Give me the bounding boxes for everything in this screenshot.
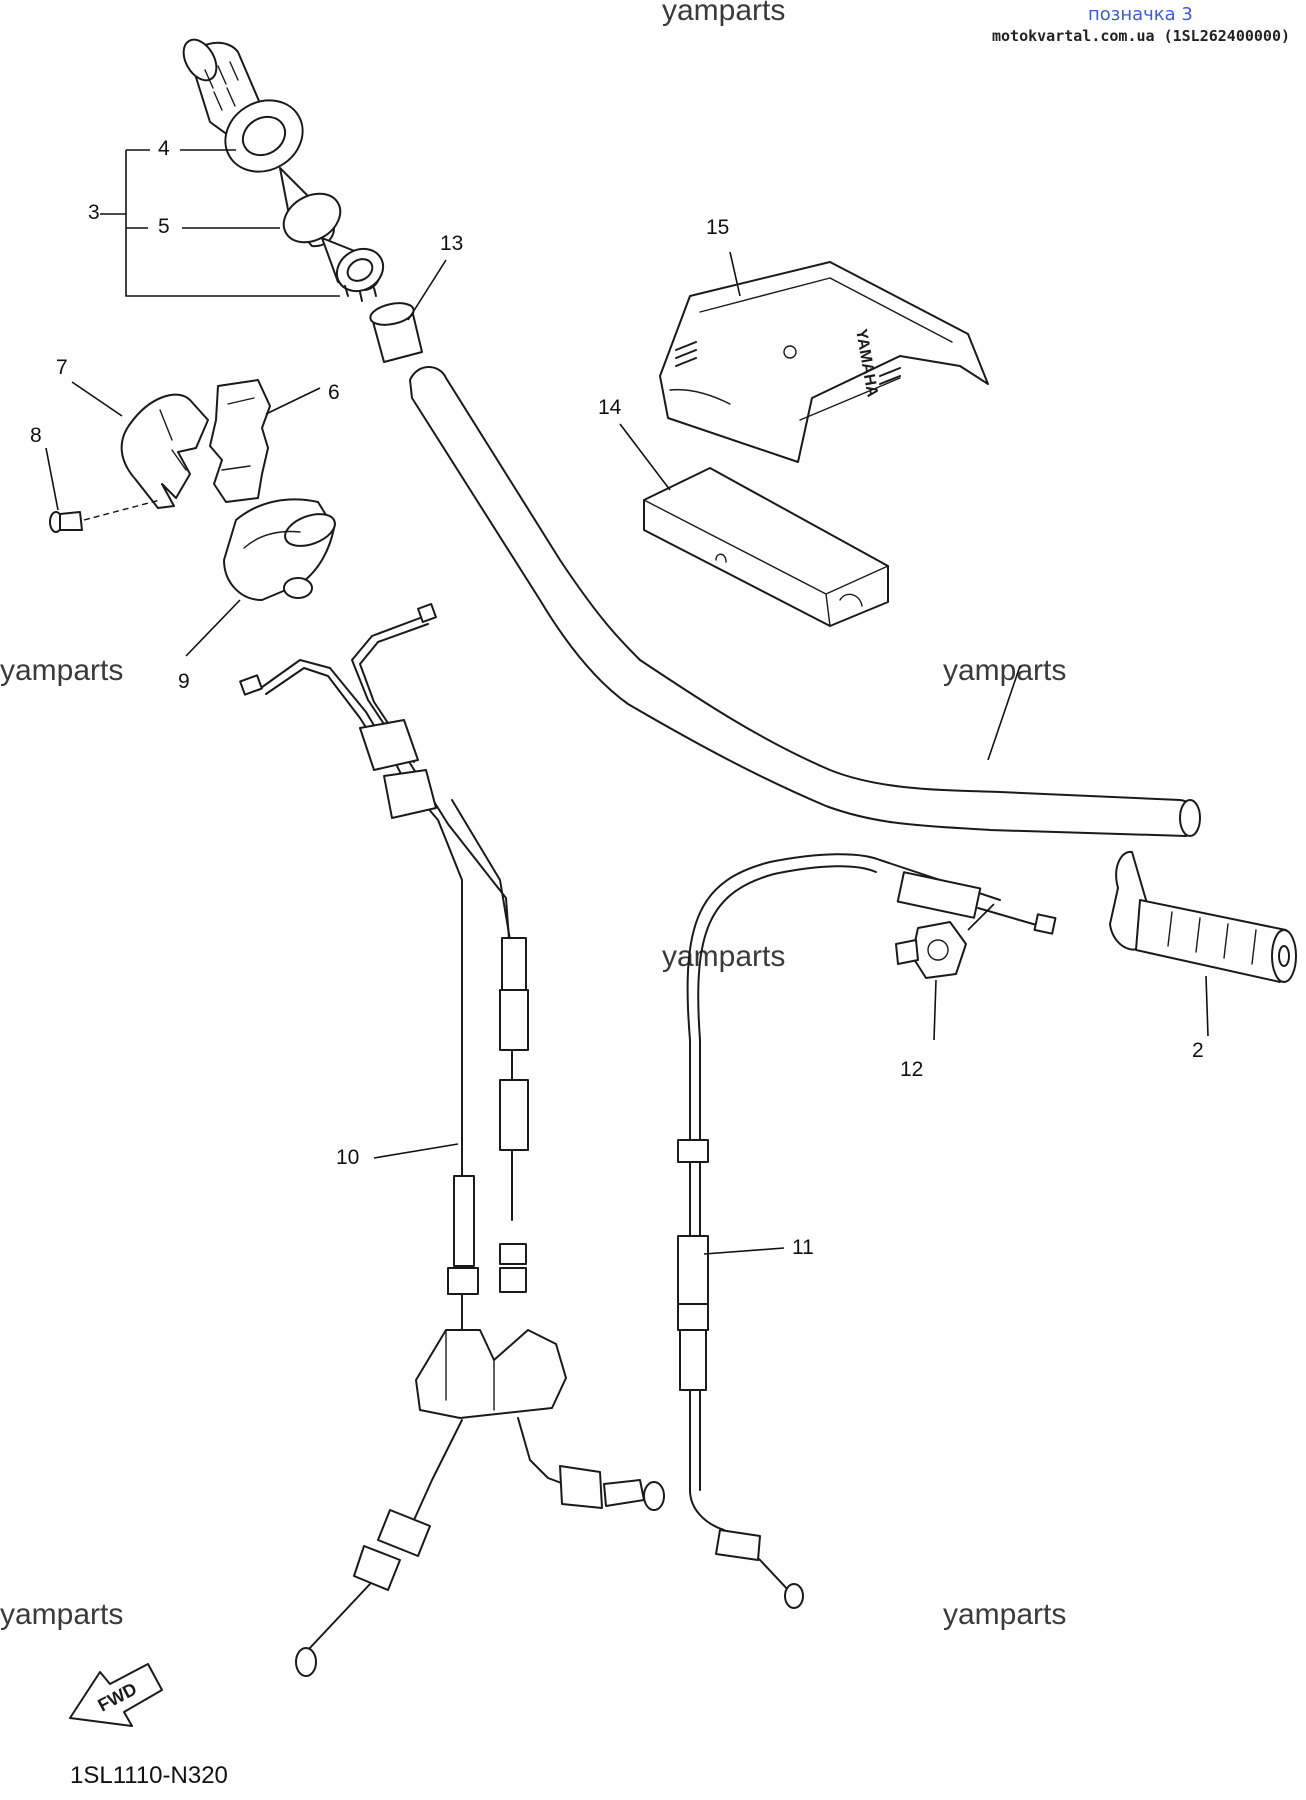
page-label[interactable]: позначка 3: [1088, 4, 1193, 25]
callout-9: 9: [178, 670, 190, 693]
throttle-grip-assembly: [182, 38, 385, 302]
throttle-housing-9: [223, 498, 336, 601]
grip-2: [1109, 850, 1297, 983]
watermark-left: yamparts: [0, 654, 124, 687]
fwd-arrow-icon: [69, 1663, 163, 1727]
callout-6: 6: [328, 381, 340, 404]
callout-5: 5: [158, 215, 170, 238]
bar-pad-14: [643, 467, 889, 627]
callout-13: 13: [440, 232, 464, 255]
collar-13: [369, 302, 423, 363]
watermark-right: yamparts: [943, 654, 1067, 687]
watermark-center: yamparts: [662, 940, 786, 973]
clutch-cable-11: [677, 853, 1057, 1609]
callout-2: 2: [1192, 1039, 1204, 1062]
housing-half-7: [120, 393, 209, 509]
callout-10: 10: [336, 1146, 360, 1169]
callout-15: 15: [706, 216, 730, 239]
callout-7: 7: [56, 356, 68, 379]
diagram-code: 1SL1110-N320: [70, 1762, 228, 1789]
callout-12: 12: [900, 1058, 924, 1081]
bar-cover-15: [659, 261, 989, 463]
handlebar: [409, 366, 1201, 837]
source-label: motokvartal.com.ua (1SL262400000): [991, 27, 1290, 45]
callout-11: 11: [792, 1236, 814, 1259]
watermark-top: yamparts: [662, 0, 786, 27]
callout-4: 4: [158, 137, 170, 160]
housing-half-6: [209, 379, 271, 503]
callout-14: 14: [598, 396, 622, 419]
callout-3: 3: [88, 201, 100, 224]
adjuster-12: [895, 921, 967, 979]
throttle-cable-10: [239, 603, 665, 1677]
watermark-bottom-right: yamparts: [943, 1598, 1067, 1631]
watermark-bottom-left: yamparts: [0, 1598, 124, 1631]
screw-8: [49, 511, 83, 533]
callout-8: 8: [30, 424, 42, 447]
